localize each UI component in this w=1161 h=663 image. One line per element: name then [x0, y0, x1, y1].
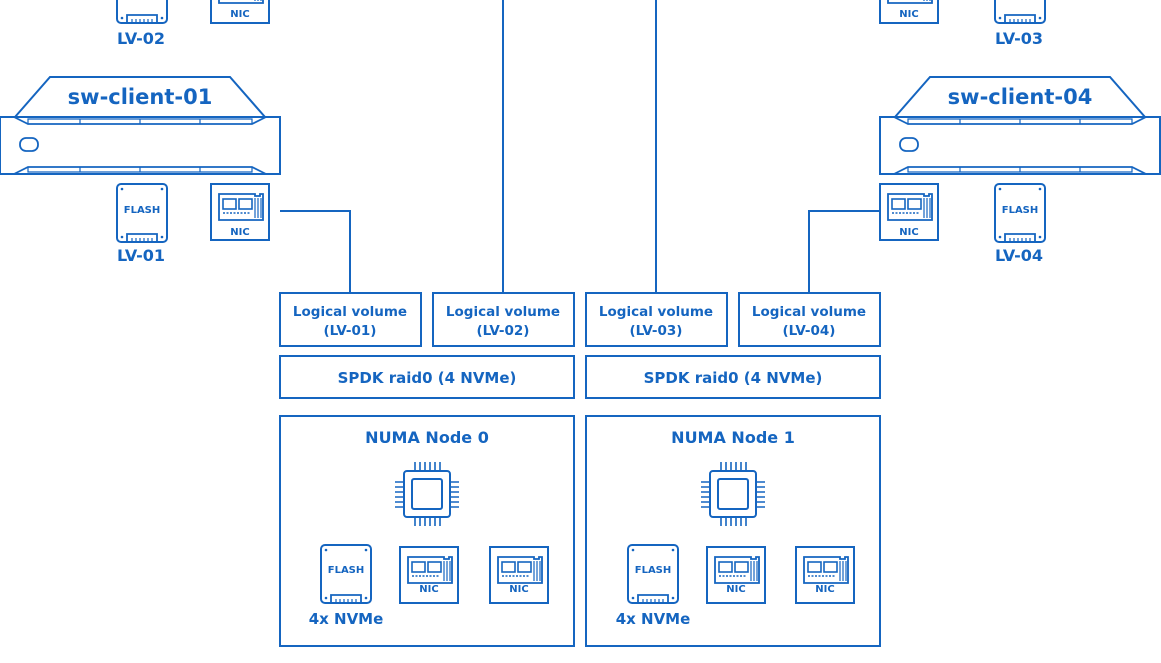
svg-text:NIC: NIC — [230, 227, 249, 238]
svg-text:Logical volume: Logical volume — [446, 304, 560, 320]
svg-text:(LV-04): (LV-04) — [783, 323, 836, 339]
nvme-count-label: 4x NVMe — [616, 610, 691, 628]
svg-text:(LV-02): (LV-02) — [477, 323, 530, 339]
raid-box-1: SPDK raid0 (4 NVMe) — [585, 355, 881, 399]
flash-icon: FLASH — [320, 544, 372, 604]
svg-text:Logical volume: Logical volume — [293, 304, 407, 320]
connector-lv01 — [280, 210, 351, 293]
svg-text:NIC: NIC — [815, 584, 834, 595]
server-name-label: sw-client-01 — [68, 85, 213, 109]
logical-volume-lv03: Logical volume (LV-03) — [585, 292, 728, 347]
svg-text:(LV-01): (LV-01) — [324, 323, 377, 339]
nic-icon: NIC — [706, 546, 766, 604]
flash-icon: FLASH — [627, 544, 679, 604]
numa-node-title: NUMA Node 0 — [365, 428, 489, 447]
cpu-icon — [700, 461, 766, 527]
connector-lines — [280, 0, 880, 293]
server-sw-client-01: sw-client-01 — [0, 76, 281, 175]
svg-text:Logical volume: Logical volume — [752, 304, 866, 320]
numa-node-1: NUMA Node 1 FLASH NIC NIC 4x NVMe — [585, 415, 881, 647]
cpu-icon — [394, 461, 460, 527]
svg-text:NIC: NIC — [899, 227, 918, 238]
svg-text:NIC: NIC — [230, 9, 249, 20]
svg-text:FLASH: FLASH — [124, 205, 161, 216]
connector-lv04 — [808, 210, 880, 293]
server-01-nic-icon: NIC — [210, 183, 270, 241]
server-04-flash-icon: FLASH — [994, 183, 1046, 243]
top-right-disk-label: LV-03 — [995, 29, 1043, 48]
svg-text:FLASH: FLASH — [635, 565, 672, 576]
svg-text:NIC: NIC — [899, 9, 918, 20]
svg-text:Logical volume: Logical volume — [599, 304, 713, 320]
server-01-disk-label: LV-01 — [117, 246, 165, 265]
server-04-nic-icon: NIC — [879, 183, 939, 241]
nvme-count-label: 4x NVMe — [309, 610, 384, 628]
logical-volume-lv04: Logical volume (LV-04) — [738, 292, 881, 347]
server-sw-client-04: sw-client-04 — [879, 76, 1161, 175]
logical-volume-lv01: Logical volume (LV-01) — [279, 292, 422, 347]
top-left-disk-label: LV-02 — [117, 29, 165, 48]
raid-box-0: SPDK raid0 (4 NVMe) — [279, 355, 575, 399]
numa-node-0: NUMA Node 0 FLASH NIC NIC 4x NVMe — [279, 415, 575, 647]
svg-text:NIC: NIC — [726, 584, 745, 595]
svg-text:NIC: NIC — [419, 584, 438, 595]
nic-icon: NIC — [399, 546, 459, 604]
nic-icon: NIC — [489, 546, 549, 604]
server-04-disk-label: LV-04 — [995, 246, 1043, 265]
svg-text:FLASH: FLASH — [328, 565, 365, 576]
svg-text:FLASH: FLASH — [1002, 205, 1039, 216]
top-right-nic-icon: NIC — [879, 0, 939, 24]
top-left-flash-icon — [116, 0, 168, 24]
svg-text:SPDK raid0 (4 NVMe): SPDK raid0 (4 NVMe) — [644, 369, 823, 387]
numa-node-title: NUMA Node 1 — [671, 428, 795, 447]
svg-text:SPDK raid0 (4 NVMe): SPDK raid0 (4 NVMe) — [338, 369, 517, 387]
nic-icon: NIC — [795, 546, 855, 604]
logical-volume-lv02: Logical volume (LV-02) — [432, 292, 575, 347]
top-left-nic-icon: NIC — [210, 0, 270, 24]
server-name-label: sw-client-04 — [948, 85, 1093, 109]
svg-text:(LV-03): (LV-03) — [630, 323, 683, 339]
top-right-flash-icon — [994, 0, 1046, 24]
server-01-flash-icon: FLASH — [116, 183, 168, 243]
svg-text:NIC: NIC — [509, 584, 528, 595]
